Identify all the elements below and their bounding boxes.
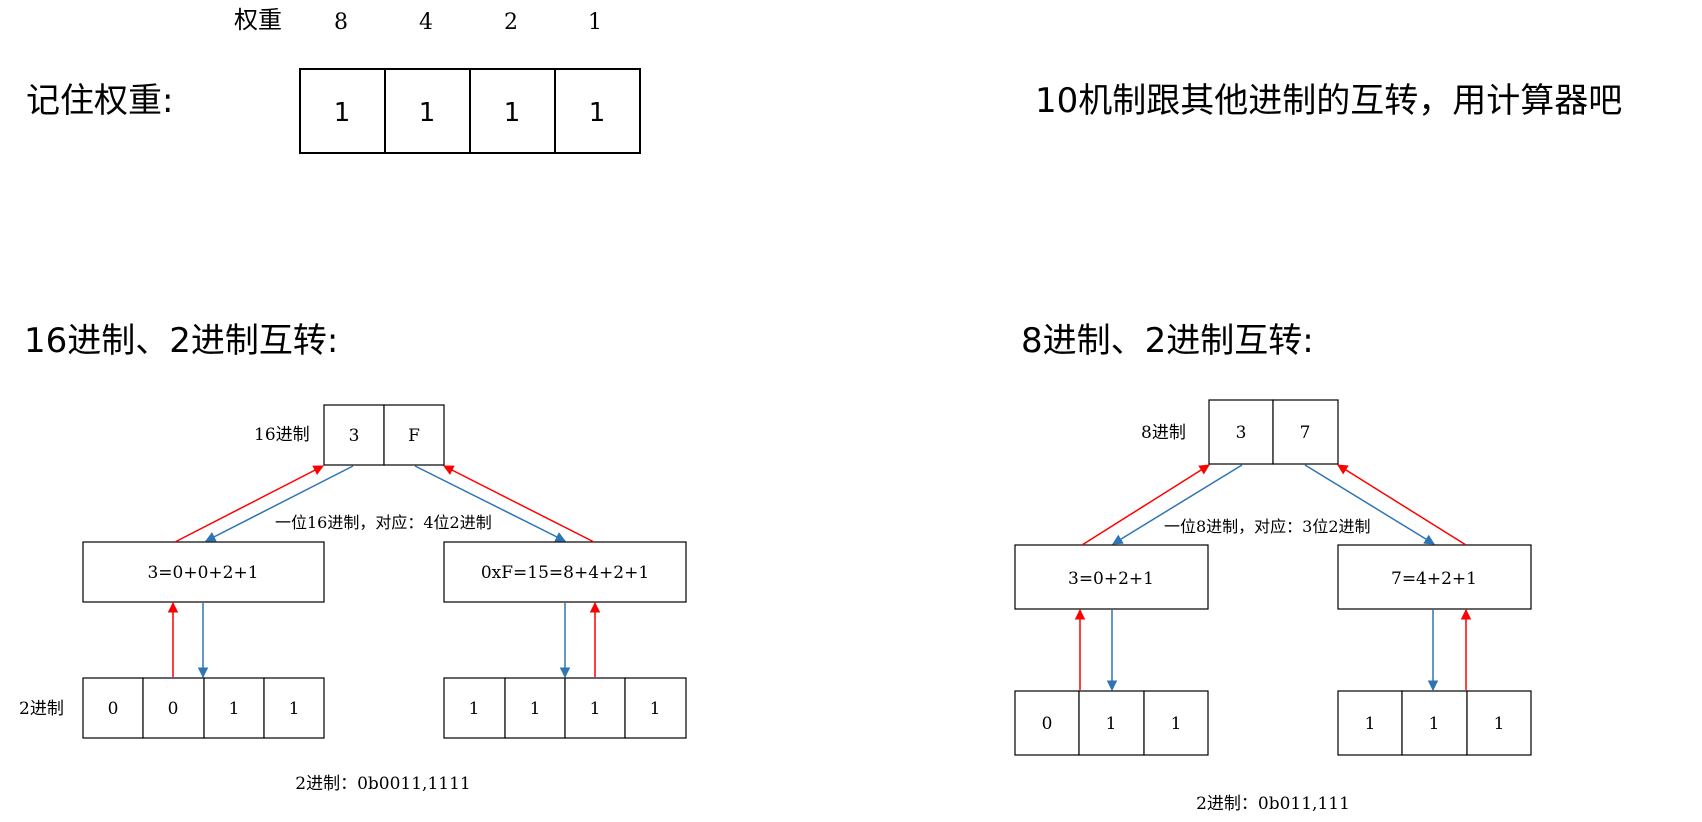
oct-digit-cell <box>1272 399 1339 465</box>
weight-cell <box>554 68 641 154</box>
weight-cells-row: 1 1 1 1 <box>299 68 641 154</box>
oct-note: 一位8进制，对应：3位2进制 <box>1164 517 1371 536</box>
oct-left-expansion: 3=0+2+1 <box>1068 569 1154 589</box>
hex-binary-label: 2进制 <box>19 699 64 719</box>
oct-digit: 7 <box>1300 423 1311 443</box>
bit-value: 1 <box>1171 714 1182 734</box>
weight-cell-value: 1 <box>334 98 351 128</box>
oct-section-title: 8进制、2进制互转: <box>1021 321 1314 361</box>
bit-value: 1 <box>1494 714 1505 734</box>
oct-left-expansion-box <box>1014 544 1209 610</box>
bit-value: 1 <box>530 699 541 719</box>
bit-cell <box>1401 690 1468 756</box>
down-arrow <box>205 465 354 542</box>
hex-digit-cell <box>323 404 385 466</box>
oct-right-expansion-box <box>1337 544 1532 610</box>
up-arrow <box>174 465 324 543</box>
hex-left-bits: 0 0 1 1 <box>82 677 325 739</box>
up-arrow <box>443 465 595 543</box>
down-arrow <box>414 465 566 542</box>
down-arrow <box>1112 464 1243 545</box>
bit-value: 1 <box>1365 714 1376 734</box>
bit-cell <box>1337 690 1403 756</box>
hex-section-title: 16进制、2进制互转: <box>24 321 338 361</box>
bit-value: 1 <box>469 699 480 719</box>
bit-cell <box>504 677 566 739</box>
weights-title: 记住权重: <box>26 81 173 121</box>
oct-right-expansion: 7=4+2+1 <box>1391 569 1477 589</box>
bit-value: 1 <box>1106 714 1117 734</box>
up-arrow <box>1337 464 1467 546</box>
weight-value: 8 <box>334 10 348 35</box>
weight-cell-value: 1 <box>419 98 436 128</box>
hex-digit: 3 <box>349 426 360 446</box>
hex-right-expansion-box <box>443 541 687 603</box>
down-arrow <box>1304 464 1435 545</box>
up-arrow <box>1081 464 1210 546</box>
hex-right-bits: 1 1 1 1 <box>443 677 687 739</box>
oct-result: 2进制：0b011,111 <box>1196 794 1350 814</box>
weight-cell <box>384 68 471 154</box>
bit-cell <box>443 677 506 739</box>
oct-right-bits: 1 1 1 <box>1337 690 1532 756</box>
weight-value: 2 <box>504 10 518 35</box>
oct-left-bits: 0 1 1 <box>1014 690 1209 756</box>
bit-cell <box>142 677 205 739</box>
bit-value: 0 <box>168 699 179 719</box>
hex-note: 一位16进制，对应：4位2进制 <box>275 513 492 532</box>
oct-digit: 3 <box>1236 423 1247 443</box>
bit-value: 1 <box>1429 714 1440 734</box>
bit-cell <box>1466 690 1532 756</box>
bit-value: 1 <box>289 699 300 719</box>
hex-left-expansion: 3=0+0+2+1 <box>147 563 258 583</box>
calculator-note: 10机制跟其他进制的互转，用计算器吧 <box>1035 81 1622 121</box>
weight-label: 权重 <box>234 6 282 34</box>
bit-value: 1 <box>650 699 661 719</box>
weight-cell <box>299 68 386 154</box>
hex-digit-cell <box>383 404 445 466</box>
bit-cell <box>624 677 687 739</box>
weight-cell <box>469 68 556 154</box>
weight-value: 1 <box>588 10 602 35</box>
bit-value: 0 <box>108 699 119 719</box>
oct-top-label: 8进制 <box>1141 423 1186 443</box>
hex-left-expansion-box <box>82 541 325 603</box>
bit-value: 1 <box>229 699 240 719</box>
weight-value: 4 <box>419 10 433 35</box>
bit-value: 1 <box>590 699 601 719</box>
weight-cell-value: 1 <box>504 98 521 128</box>
weight-cell-value: 1 <box>589 98 606 128</box>
bit-cell <box>82 677 144 739</box>
bit-value: 0 <box>1042 714 1053 734</box>
hex-result: 2进制：0b0011,1111 <box>295 774 470 794</box>
bit-cell <box>1143 690 1209 756</box>
bit-cell <box>263 677 325 739</box>
oct-digit-cell <box>1208 399 1274 465</box>
hex-right-expansion: 0xF=15=8+4+2+1 <box>481 563 649 583</box>
hex-digit: F <box>408 426 420 446</box>
hex-top-label: 16进制 <box>254 425 310 445</box>
